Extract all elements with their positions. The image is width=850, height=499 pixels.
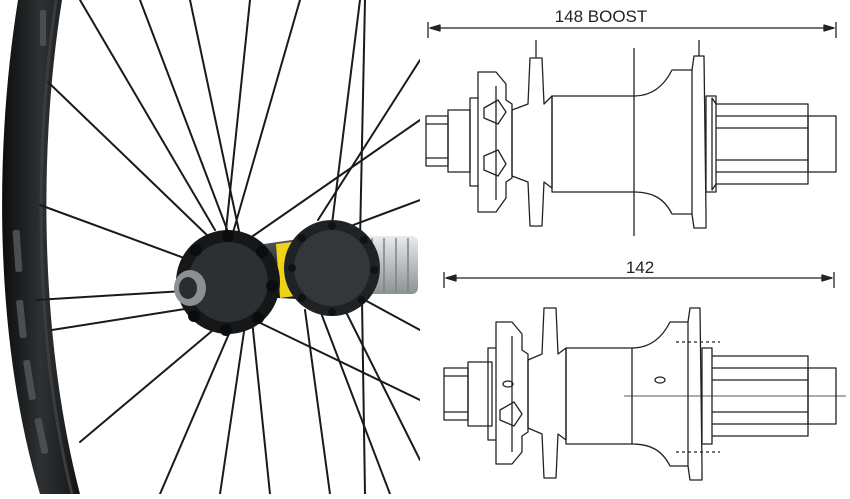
boost-hub-drawing xyxy=(425,40,837,236)
standard-hub-drawing xyxy=(443,307,846,481)
technical-drawings xyxy=(425,22,846,481)
boost-width-label: 148 BOOST xyxy=(555,7,648,26)
wheel-photo xyxy=(0,0,420,494)
standard-dimension-line xyxy=(443,272,835,288)
rim-inner-edge xyxy=(39,0,74,494)
spokes xyxy=(35,0,420,494)
hub-shell xyxy=(174,220,380,336)
standard-width-label: 142 xyxy=(626,258,654,277)
rim-decal xyxy=(12,10,49,454)
boost-dimension-line xyxy=(427,22,837,38)
